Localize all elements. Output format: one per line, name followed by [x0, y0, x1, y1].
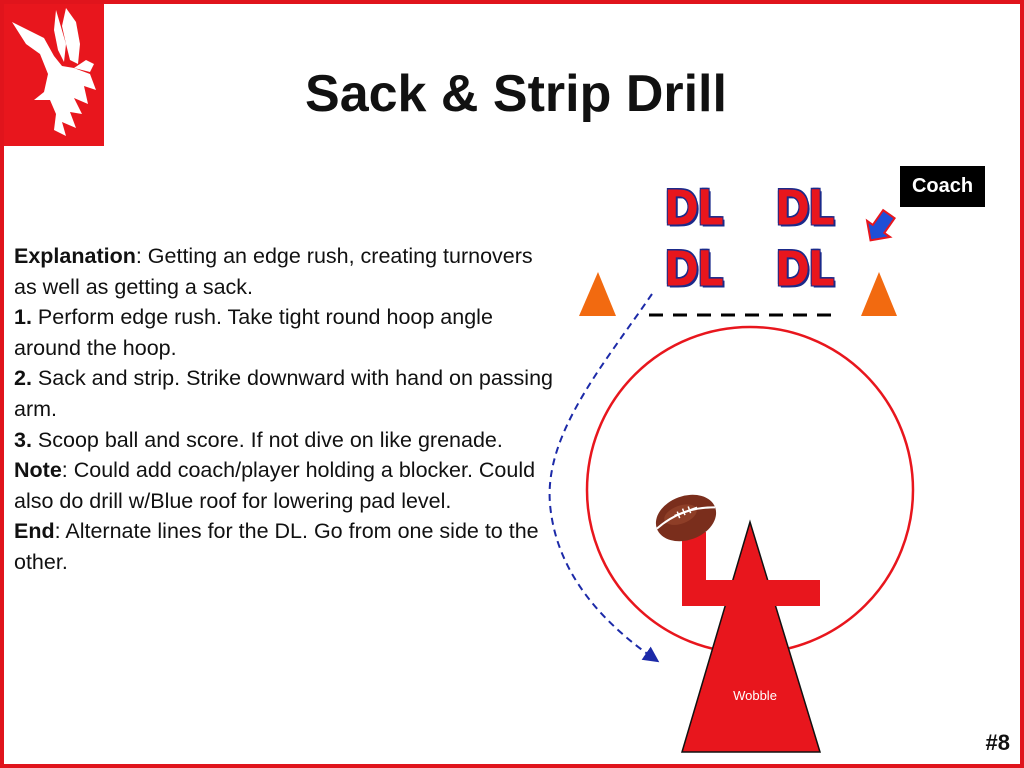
falcon-logo-icon: [12, 8, 96, 136]
cone-icon: [579, 272, 616, 316]
dl-label: DL: [664, 179, 724, 236]
step1-text: Perform edge rush. Take tight round hoop…: [14, 305, 493, 360]
falcon-logo: [4, 4, 104, 146]
step3-text: Scoop ball and score. If not dive on lik…: [31, 427, 503, 452]
arrow-icon: [865, 208, 897, 242]
explanation-text: : Getting an edge rush, creating turnove…: [14, 244, 533, 299]
coach-label: Coach: [900, 166, 985, 207]
football-icon: [655, 494, 717, 542]
end-text: : Alternate lines for the DL. Go from on…: [14, 519, 539, 574]
explanation-heading: Explanation: [14, 244, 136, 268]
dl-label: DL: [775, 179, 835, 236]
step2-number: 2.: [14, 366, 32, 391]
note-text: : Could add coach/player holding a block…: [14, 458, 536, 513]
dl-label: DL: [775, 240, 835, 297]
step1-number: 1.: [14, 305, 32, 330]
wobble-arm: [682, 580, 820, 606]
step3-number: 3.: [14, 427, 32, 452]
drill-diagram: [548, 208, 915, 753]
note-heading: Note: [14, 458, 62, 483]
wobble-label: Wobble: [733, 688, 777, 703]
explanation-text-block: Explanation: Getting an edge rush, creat…: [14, 241, 554, 578]
dl-label: DL: [664, 240, 724, 297]
wobble-triangle: [680, 519, 822, 753]
edge-rush-path: [548, 293, 660, 663]
step2-text: Sack and strip. Strike downward with han…: [14, 366, 553, 421]
slide-number: #8: [985, 730, 1010, 755]
end-heading: End: [14, 519, 55, 544]
cone-icon: [861, 272, 897, 316]
slide-title: Sack & Strip Drill: [305, 65, 727, 123]
